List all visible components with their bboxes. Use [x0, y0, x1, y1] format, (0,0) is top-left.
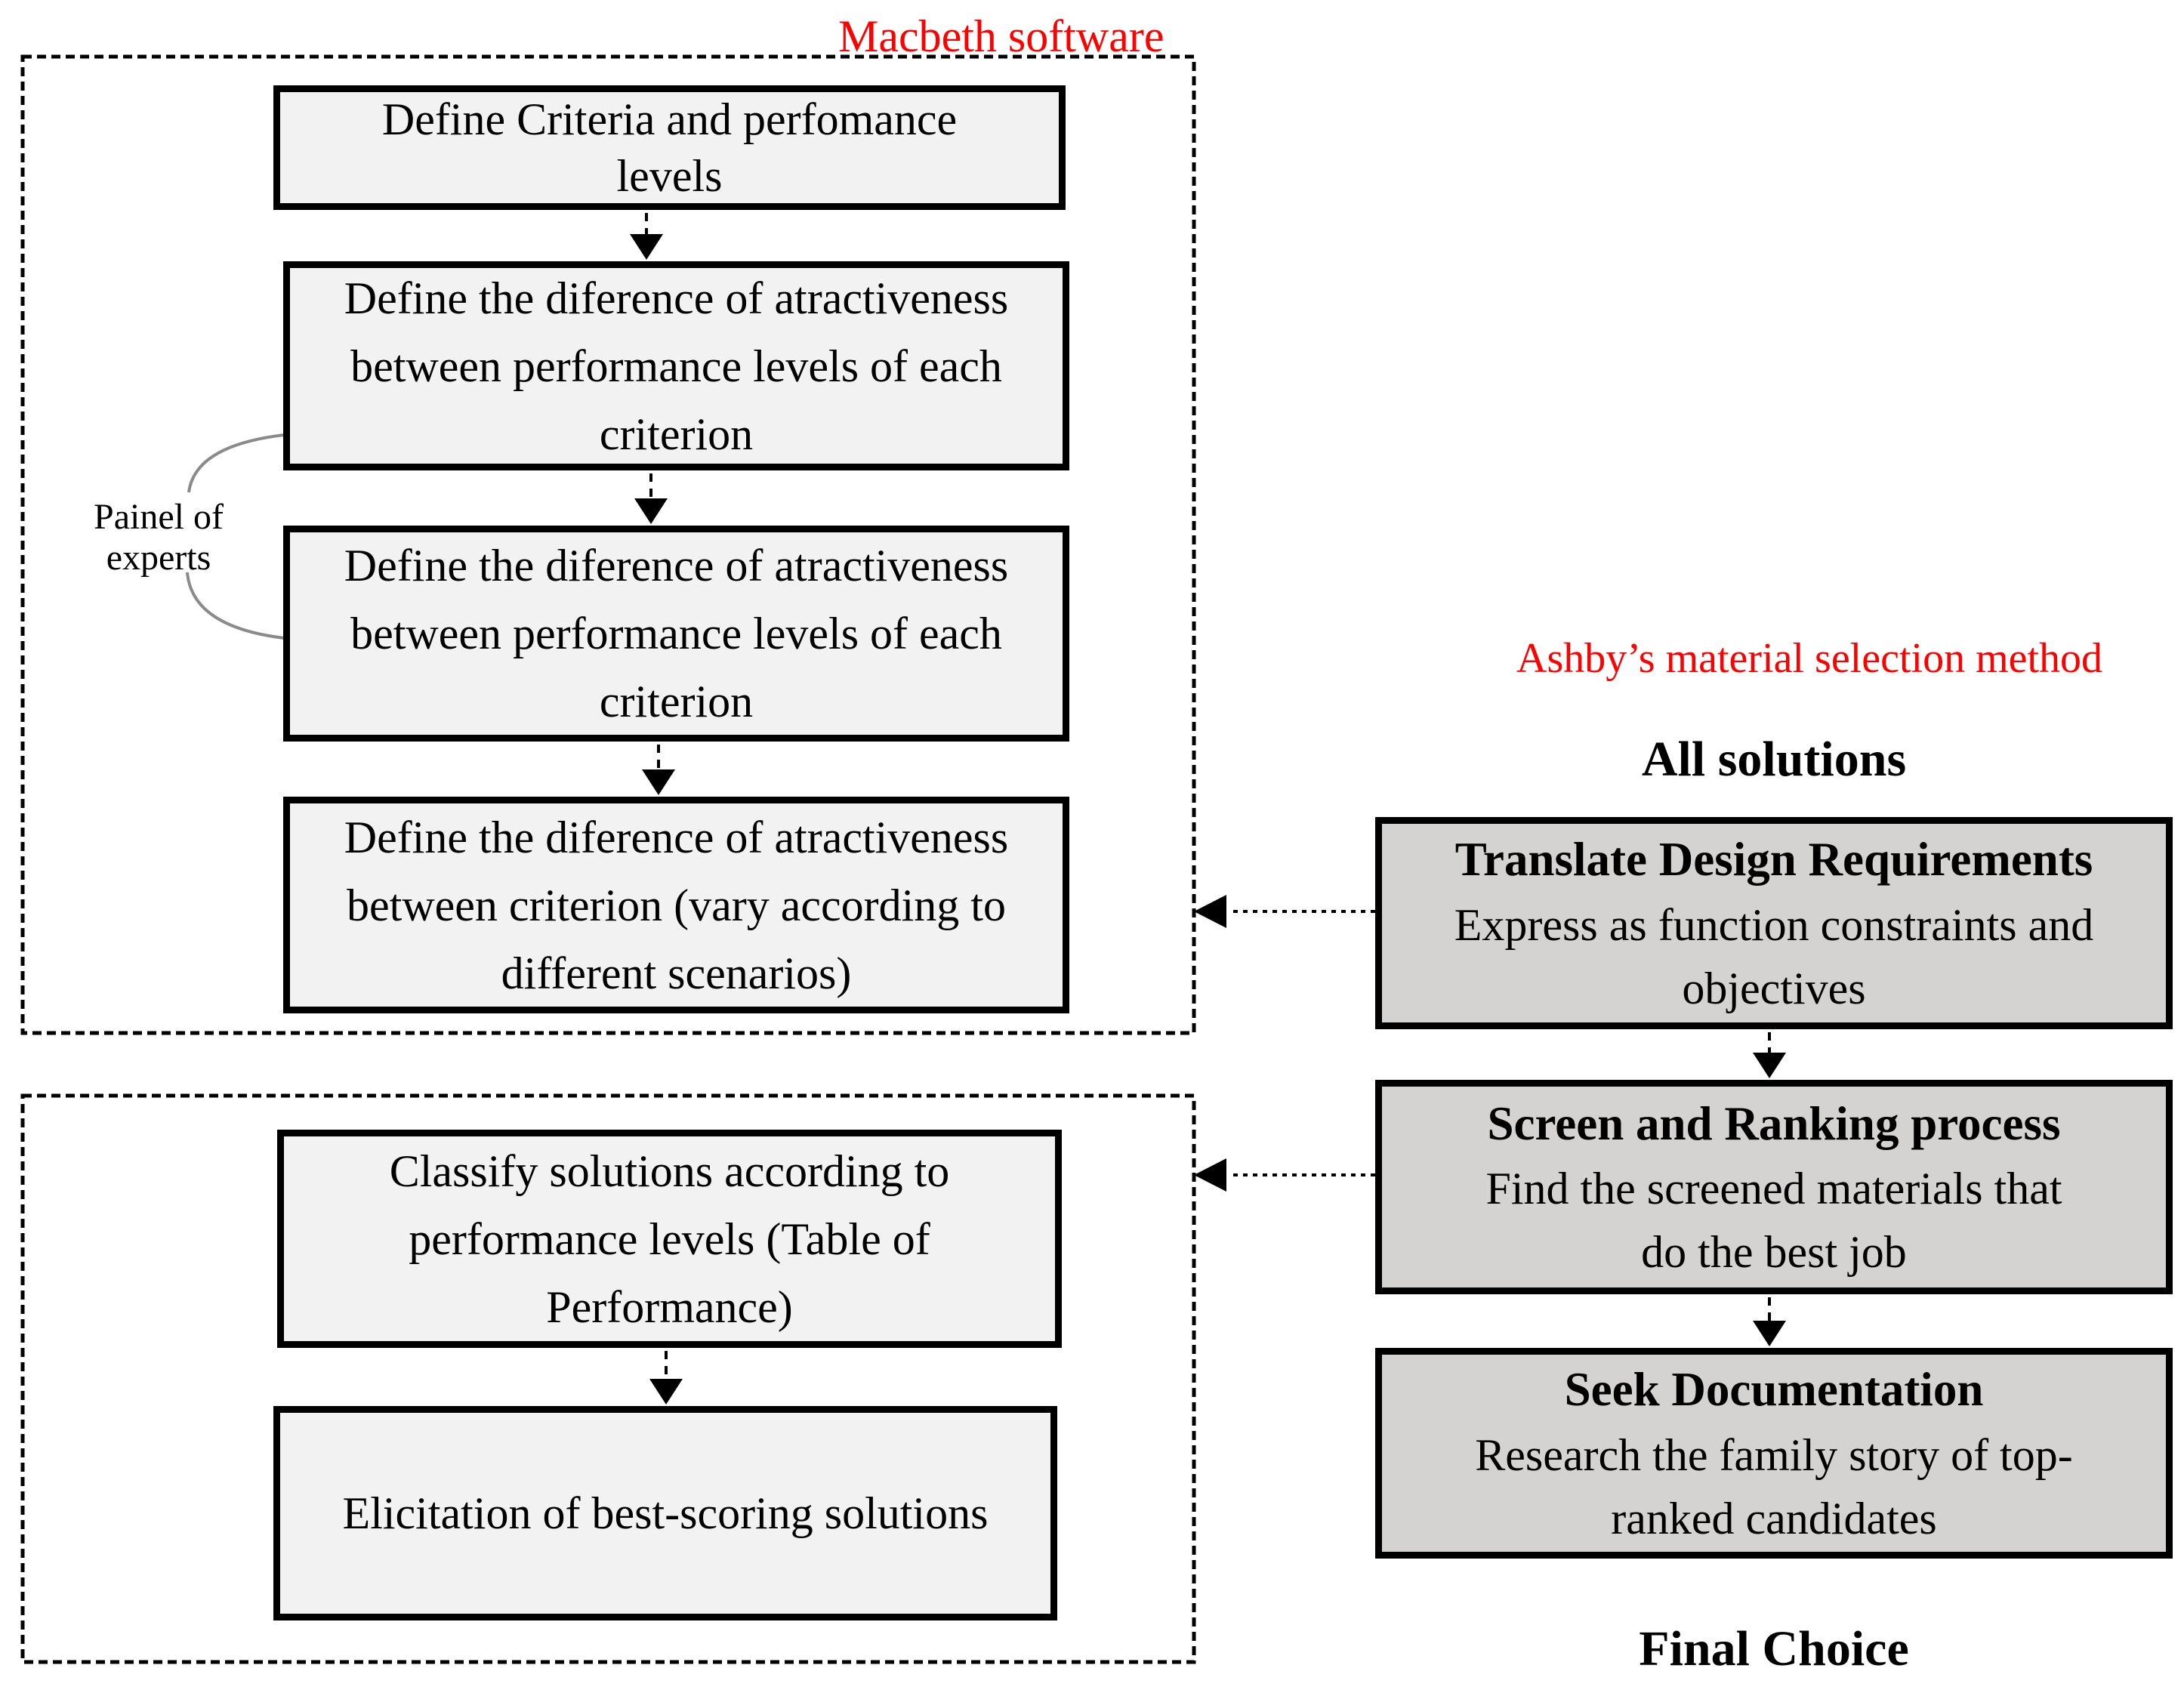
box-text: Define the diference of atractiveness be… [344, 273, 1009, 459]
box-elicitation-solutions: Elicitation of best-scoring solutions [273, 1406, 1057, 1620]
box-text: Define Criteria and perfomance levels [381, 94, 958, 201]
box-attractiveness-between-criterion: Define the diference of atractiveness be… [283, 797, 1069, 1013]
box-seek-documentation: Seek Documentation Research the family s… [1375, 1348, 2173, 1559]
macbeth-bottom-dashed-container [20, 1093, 1196, 1664]
arrowhead-left-icon [1194, 1158, 1226, 1192]
arrowhead-down-icon [1753, 1053, 1786, 1078]
step-body: Find the screened materials that do the … [1485, 1164, 2062, 1278]
ashby-method-title: Ashby’s material selection method [1516, 635, 2103, 682]
box-text: Define the diference of atractiveness be… [344, 812, 1009, 998]
step-title: Seek Documentation [1564, 1363, 1984, 1417]
arrow-translate-to-macbeth [1194, 895, 1375, 928]
box-text: Classify solutions according to performa… [389, 1146, 950, 1332]
step-title: Translate Design Requirements [1454, 833, 2093, 887]
box-attractiveness-levels-2: Define the diference of atractiveness be… [283, 526, 1069, 742]
panel-of-experts-note: Painel of experts [94, 497, 224, 578]
box-attractiveness-levels-1: Define the diference of atractiveness be… [283, 261, 1069, 470]
arrowhead-down-icon [634, 498, 668, 524]
arrowhead-down-icon [630, 234, 663, 260]
arrow-step2-to-step3 [634, 473, 668, 524]
step-body: Express as function constraints and obje… [1454, 899, 2094, 1013]
final-choice-label: Final Choice [1639, 1621, 1909, 1676]
box-translate-design-requirements: Translate Design Requirements Express as… [1375, 817, 2173, 1029]
arrowhead-left-icon [1194, 895, 1226, 928]
arrow-step3-to-step4 [642, 745, 675, 795]
arrow-screen-to-macbeth [1194, 1158, 1375, 1192]
box-screen-and-ranking: Screen and Ranking process Find the scre… [1375, 1080, 2173, 1294]
macbeth-software-title: Macbeth software [838, 11, 1164, 61]
step-body: Research the family story of top- ranked… [1475, 1429, 2073, 1543]
arrow-classify-to-elicitation [649, 1351, 683, 1405]
arrowhead-down-icon [649, 1379, 683, 1405]
arrow-step1-to-step2 [630, 213, 663, 260]
arrowhead-down-icon [642, 769, 675, 795]
experts-brace-lower-arc [186, 572, 285, 640]
box-text: Define the diference of atractiveness be… [344, 541, 1009, 726]
box-classify-solutions: Classify solutions according to performa… [277, 1130, 1062, 1348]
all-solutions-label: All solutions [1641, 732, 1907, 787]
arrowhead-down-icon [1753, 1321, 1786, 1346]
experts-brace-upper-arc [187, 433, 285, 493]
box-text: Elicitation of best-scoring solutions [342, 1488, 989, 1538]
arrow-translate-to-screen [1753, 1032, 1786, 1078]
box-define-criteria: Define Criteria and perfomance levels [273, 85, 1066, 210]
macbeth-top-dashed-container [20, 54, 1196, 1035]
arrow-screen-to-seek [1753, 1297, 1786, 1346]
step-title: Screen and Ranking process [1487, 1096, 2061, 1150]
